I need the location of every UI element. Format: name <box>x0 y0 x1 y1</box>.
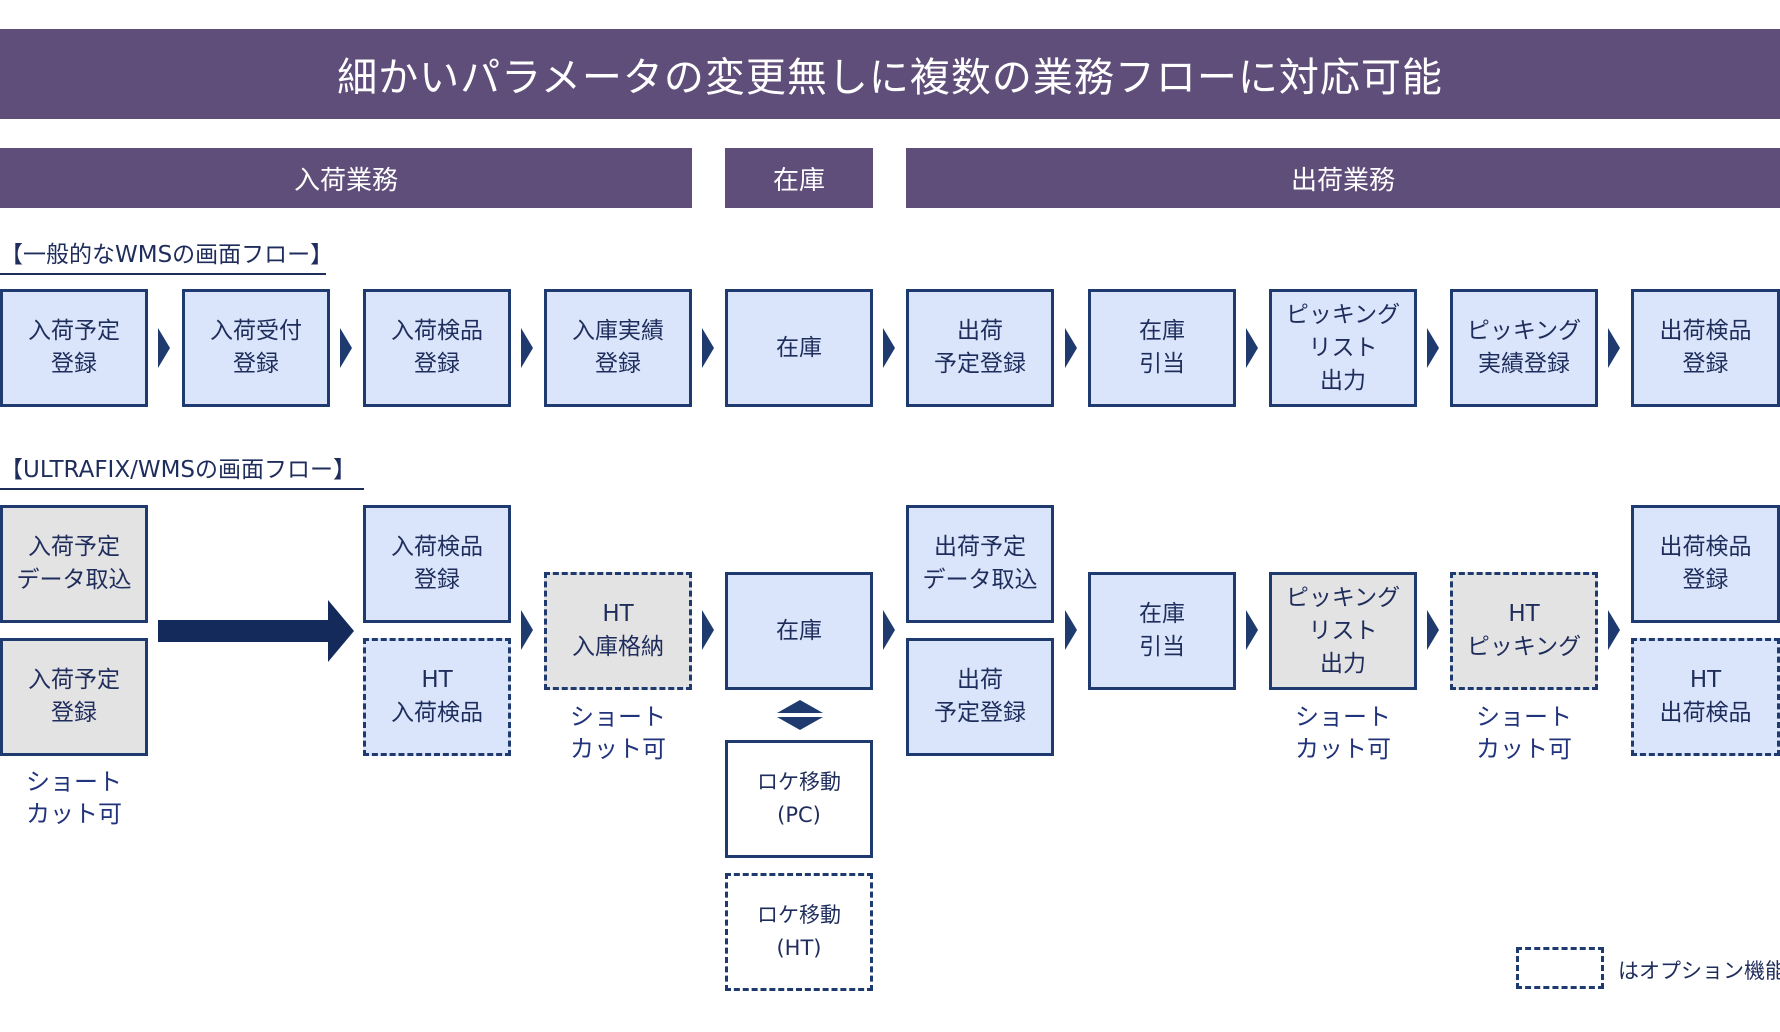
ultrafix-inbound-register: 入荷予定 登録 <box>0 638 148 756</box>
chevron-right-icon <box>883 328 895 368</box>
general-step-picking-result: ピッキング 実績登録 <box>1450 289 1598 407</box>
ultrafix-inbound-inspection: 入荷検品 登録 <box>363 505 511 623</box>
chevron-right-icon <box>521 610 533 650</box>
ultrafix-shipment-register: 出荷 予定登録 <box>906 638 1054 756</box>
ultrafix-location-move-ht: ロケ移動 (HT) <box>725 873 873 991</box>
page-title: 細かいパラメータの変更無しに複数の業務フローに対応可能 <box>0 29 1780 119</box>
chevron-right-icon <box>1246 328 1258 368</box>
ultrafix-shipment-inspection: 出荷検品 登録 <box>1631 505 1780 623</box>
legend-dashed-box <box>1516 947 1604 989</box>
phase-outbound: 出荷業務 <box>906 148 1780 208</box>
legend-label: はオプション機能 <box>1618 959 1780 983</box>
general-step-picking-list: ピッキング リスト 出力 <box>1269 289 1417 407</box>
ultrafix-inbound-import: 入荷予定 データ取込 <box>0 505 148 623</box>
general-step-inbound-reception: 入荷受付 登録 <box>182 289 330 407</box>
shortcut-note: ショート カット可 <box>1295 703 1391 763</box>
chevron-right-icon <box>1065 328 1077 368</box>
chevron-right-icon <box>702 610 714 650</box>
ultrafix-ht-putaway: HT 入庫格納 <box>544 572 692 690</box>
chevron-right-icon <box>1246 610 1258 650</box>
phase-inbound: 入荷業務 <box>0 148 692 208</box>
general-step-inbound-inspection: 入荷検品 登録 <box>363 289 511 407</box>
general-step-putaway-result: 入庫実績 登録 <box>544 289 692 407</box>
ultrafix-picking-list: ピッキング リスト 出力 <box>1269 572 1417 690</box>
up-down-arrow-icon <box>777 700 823 730</box>
chevron-right-icon <box>1608 610 1620 650</box>
chevron-right-icon <box>702 328 714 368</box>
ultrafix-location-move-pc: ロケ移動 (PC) <box>725 740 873 858</box>
general-step-shipment-inspection: 出荷検品 登録 <box>1631 289 1780 407</box>
phase-inventory: 在庫 <box>725 148 873 208</box>
chevron-right-icon <box>521 328 533 368</box>
chevron-right-icon <box>1427 610 1439 650</box>
shortcut-note: ショート カット可 <box>570 703 666 763</box>
general-flow-label: 【一般的なWMSの画面フロー】 <box>0 235 333 275</box>
ultrafix-inventory: 在庫 <box>725 572 873 690</box>
chevron-right-icon <box>1608 328 1620 368</box>
ultrafix-ht-inbound-inspection: HT 入荷検品 <box>363 638 511 756</box>
general-step-allocation: 在庫 引当 <box>1088 289 1236 407</box>
big-arrow-right-icon <box>158 600 354 662</box>
chevron-right-icon <box>158 328 170 368</box>
general-step-inventory: 在庫 <box>725 289 873 407</box>
ultrafix-shipment-import: 出荷予定 データ取込 <box>906 505 1054 623</box>
general-step-shipment-schedule: 出荷 予定登録 <box>906 289 1054 407</box>
ultrafix-flow-label: 【ULTRAFIX/WMSの画面フロー】 <box>0 450 364 490</box>
ultrafix-allocation: 在庫 引当 <box>1088 572 1236 690</box>
chevron-right-icon <box>340 328 352 368</box>
shortcut-note: ショート カット可 <box>1476 703 1572 763</box>
chevron-right-icon <box>1427 328 1439 368</box>
chevron-right-icon <box>1065 610 1077 650</box>
shortcut-note: ショート カット可 <box>26 768 122 828</box>
chevron-right-icon <box>883 610 895 650</box>
general-step-inbound-schedule: 入荷予定 登録 <box>0 289 148 407</box>
ultrafix-ht-shipment-inspection: HT 出荷検品 <box>1631 638 1780 756</box>
ultrafix-ht-picking: HT ピッキング <box>1450 572 1598 690</box>
